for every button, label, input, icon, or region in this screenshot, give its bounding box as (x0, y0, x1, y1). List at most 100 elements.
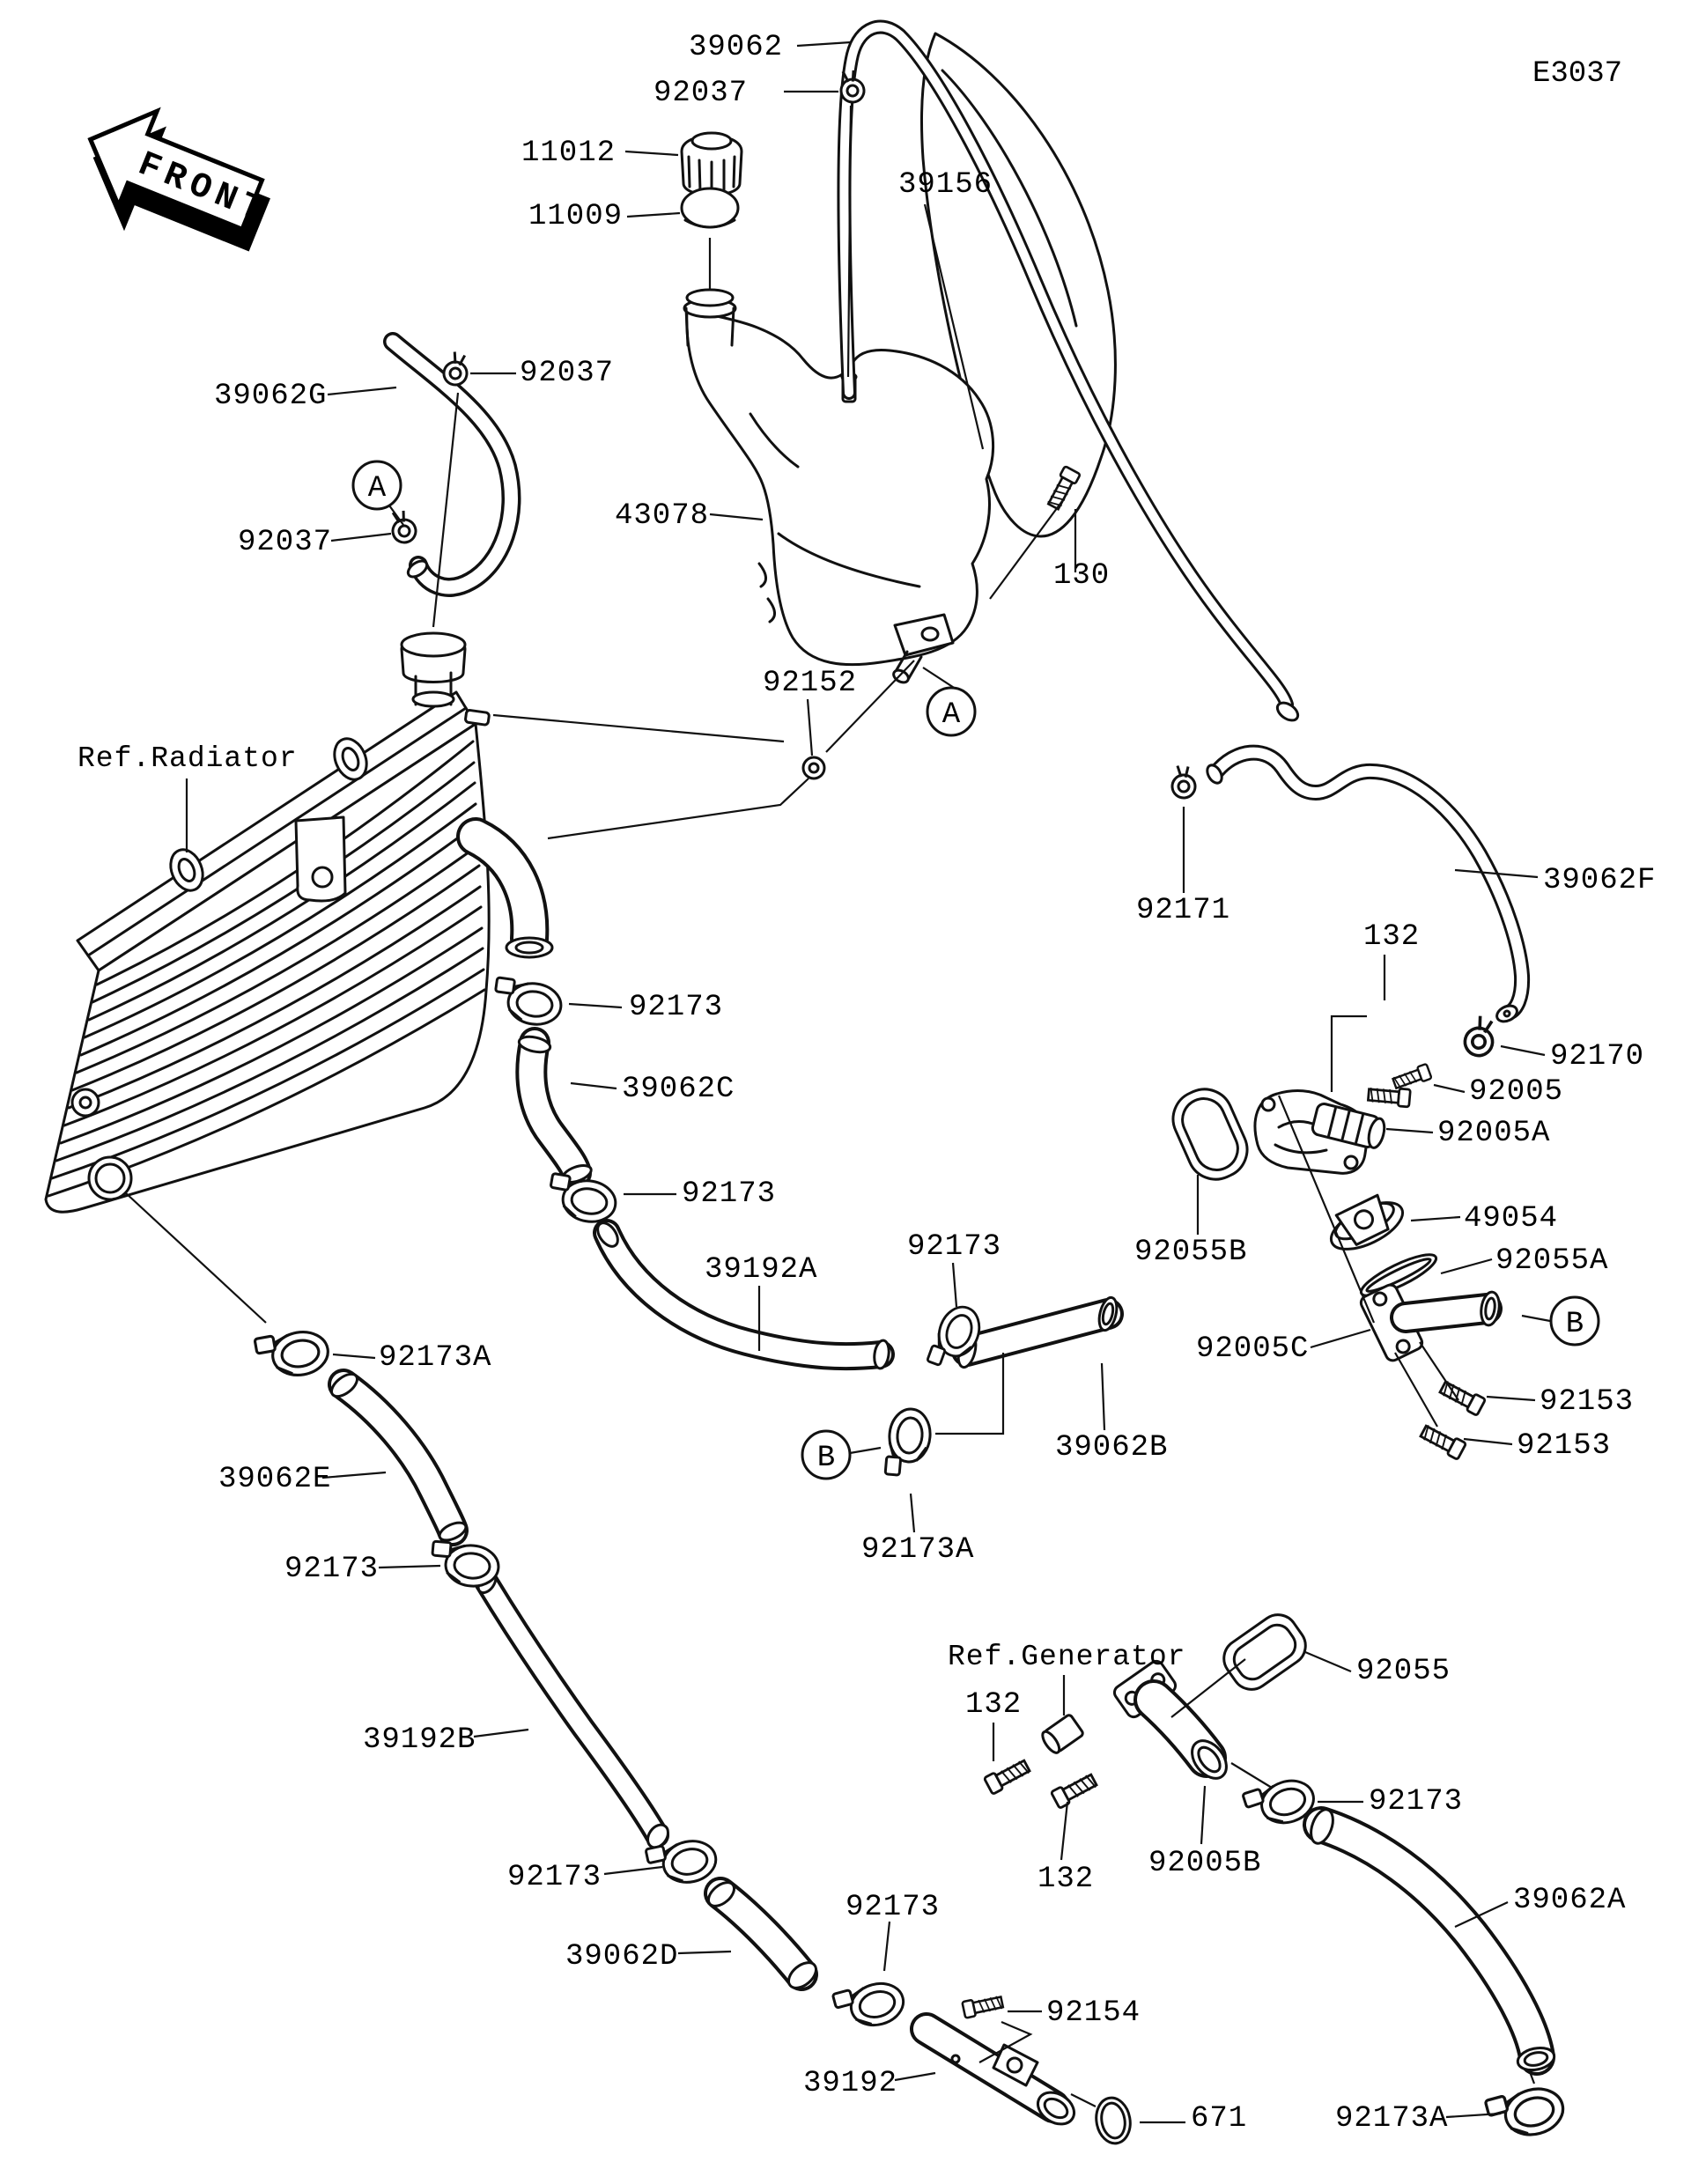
bolt-132-gen-1 (982, 1756, 1033, 1796)
hose-39062c (518, 1034, 593, 1185)
part-label-43078[interactable]: 43078 (615, 499, 709, 533)
part-label-671[interactable]: 671 (1191, 2102, 1247, 2136)
part-label-92173-5[interactable]: 92173 (1369, 1785, 1463, 1819)
clamp-92037-mid (440, 349, 472, 388)
water-pipe-39192a (594, 1220, 890, 1369)
part-label-11012[interactable]: 11012 (521, 136, 616, 170)
thermostat-housing (1253, 1089, 1386, 1175)
part-label-92173-2[interactable]: 92173 (682, 1177, 776, 1211)
part-label-92154[interactable]: 92154 (1046, 1996, 1141, 2030)
hose-39062f (1206, 753, 1522, 1023)
ref-generator-label: Ref.Generator (948, 1641, 1185, 1673)
clamp-92173a-left (253, 1325, 333, 1383)
part-label-130[interactable]: 130 (1053, 559, 1110, 593)
part-label-92173-4[interactable]: 92173 (284, 1553, 379, 1586)
leader-lines (124, 41, 1551, 2124)
clamp-92173-4 (428, 1539, 502, 1590)
callout-letter: B (817, 1442, 835, 1475)
part-label-92037-top[interactable]: 92037 (654, 77, 748, 110)
part-label-92005c[interactable]: 92005C (1196, 1332, 1309, 1366)
part-label-92173a-bottom[interactable]: 92173A (1335, 2102, 1448, 2136)
part-label-92170[interactable]: 92170 (1550, 1040, 1644, 1074)
part-label-39192[interactable]: 39192 (803, 2067, 897, 2100)
part-label-132-gen-2[interactable]: 132 (1037, 1863, 1094, 1896)
bolt-92153-2 (1417, 1421, 1468, 1461)
diagram-code: E3037 (1532, 57, 1622, 91)
callout-letter: B (1566, 1308, 1584, 1341)
part-label-92153-2[interactable]: 92153 (1517, 1429, 1611, 1463)
part-label-39062b[interactable]: 39062B (1055, 1431, 1168, 1465)
grommet-92152 (801, 756, 826, 780)
part-label-92055b[interactable]: 92055B (1134, 1236, 1247, 1269)
part-label-132-gen-1[interactable]: 132 (965, 1688, 1022, 1722)
radiator-cap (400, 631, 491, 727)
part-label-92173-1[interactable]: 92173 (629, 991, 723, 1024)
ref-radiator-label: Ref.Radiator (78, 742, 298, 775)
part-label-92153-1[interactable]: 92153 (1540, 1385, 1634, 1419)
part-label-92005a[interactable]: 92005A (1437, 1117, 1550, 1150)
part-label-92173a-left[interactable]: 92173A (379, 1341, 491, 1375)
callout-letter: A (368, 472, 387, 505)
part-label-39062d[interactable]: 39062D (565, 1940, 678, 1974)
part-label-92005b[interactable]: 92005B (1148, 1847, 1261, 1880)
clamp-92170 (1460, 1012, 1501, 1060)
clamp-92173-1 (490, 976, 565, 1029)
part-label-49054[interactable]: 49054 (1464, 1202, 1558, 1236)
part-label-92005[interactable]: 92005 (1469, 1075, 1563, 1109)
clamp-92171 (1169, 763, 1198, 801)
generator-fitting-92005b (1041, 1659, 1228, 1780)
part-label-92173-7[interactable]: 92173 (846, 1891, 940, 1924)
hose-39062g (393, 342, 511, 587)
part-label-39062[interactable]: 39062 (689, 31, 783, 64)
part-label-39062e[interactable]: 39062E (218, 1463, 331, 1496)
clamp-92037-left (385, 505, 421, 548)
radiator (44, 631, 554, 1214)
air-bleeder-92005 (1391, 1062, 1433, 1092)
part-label-39062a[interactable]: 39062A (1513, 1884, 1626, 1917)
radiator-hanger-ring (169, 848, 204, 892)
hose-39062a (1307, 1806, 1556, 2073)
clamp-92173-2 (544, 1171, 621, 1228)
part-label-39062f[interactable]: 39062F (1543, 864, 1656, 897)
front-arrow-icon: FRONT (87, 107, 274, 252)
water-pipe-39192 (927, 2029, 1075, 2126)
part-label-132-thermostat[interactable]: 132 (1363, 920, 1420, 954)
part-label-92037-left[interactable]: 92037 (238, 526, 332, 559)
part-label-39192a[interactable]: 39192A (705, 1253, 817, 1287)
bolt-92154 (961, 1992, 1005, 2019)
water-pipe-fitting-92005c (1359, 1283, 1503, 1362)
part-label-92152[interactable]: 92152 (763, 667, 857, 700)
reserve-tank-plug (680, 187, 740, 229)
o-ring-671 (1095, 2096, 1132, 2145)
callout-b-2: B (801, 1429, 852, 1480)
part-label-39062g[interactable]: 39062G (214, 380, 327, 413)
gasket-92055b (1171, 1088, 1249, 1181)
callout-letter: A (942, 698, 961, 732)
part-label-39156[interactable]: 39156 (898, 168, 993, 202)
clamp-92173-7 (831, 1975, 910, 2036)
callout-a-1: A (351, 460, 402, 511)
reserve-tank-cap (680, 131, 743, 196)
hose-39062e (328, 1369, 469, 1544)
thermostat-49054 (1329, 1193, 1405, 1251)
thermostat-cap-92005a (1311, 1103, 1386, 1149)
gasket-92055 (1222, 1613, 1307, 1691)
radiator-hanger-ring (333, 737, 368, 781)
part-label-92173a-mid[interactable]: 92173A (861, 1533, 974, 1567)
bolt-132-gen-2 (1049, 1770, 1100, 1810)
callout-b-1: B (1549, 1295, 1600, 1347)
part-label-39062c[interactable]: 39062C (622, 1073, 735, 1106)
part-label-92055[interactable]: 92055 (1356, 1655, 1451, 1688)
part-label-39192b[interactable]: 39192B (363, 1723, 476, 1757)
part-label-92037-mid[interactable]: 92037 (520, 357, 614, 390)
part-label-92171[interactable]: 92171 (1136, 894, 1230, 927)
clamp-92173a-mid (883, 1406, 934, 1479)
part-label-92055a[interactable]: 92055A (1495, 1244, 1608, 1278)
part-label-92173-3[interactable]: 92173 (907, 1230, 1001, 1264)
reserve-tank (683, 288, 995, 684)
part-label-11009[interactable]: 11009 (528, 200, 623, 233)
hose-39062d (705, 1878, 821, 1993)
part-label-92173-6[interactable]: 92173 (507, 1861, 602, 1894)
